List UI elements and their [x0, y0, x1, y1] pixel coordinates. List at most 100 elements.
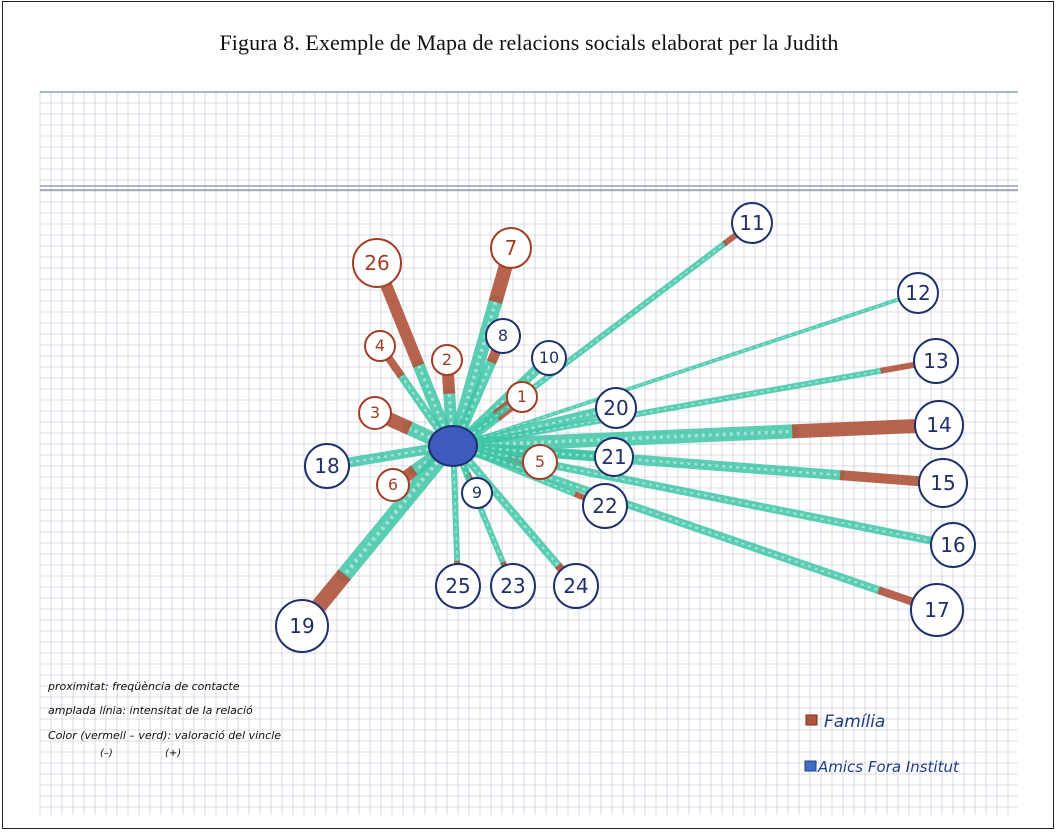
relation-lines	[311, 231, 938, 613]
node-label: 26	[364, 251, 389, 275]
node-label: 25	[445, 574, 470, 598]
relation-line-24	[460, 452, 562, 570]
node-12: 12	[897, 272, 939, 314]
node-8: 8	[485, 318, 521, 354]
note-minus: (–)	[100, 748, 113, 759]
node-20: 20	[595, 387, 637, 429]
node-label: 5	[535, 452, 545, 471]
legend-label-friends: Amics Fora Institut	[817, 758, 960, 776]
relation-line-red-7	[488, 263, 513, 305]
relation-line-26	[412, 359, 453, 440]
relation-line-red-17	[877, 586, 916, 607]
relation-line-hatch-7	[456, 301, 498, 434]
relation-line-red-26	[379, 281, 425, 368]
node-5: 5	[522, 444, 558, 480]
node-14: 14	[914, 400, 964, 450]
node-circle	[275, 599, 329, 653]
node-label: 10	[539, 348, 559, 367]
node-25: 25	[435, 563, 481, 609]
node-circle	[435, 563, 481, 609]
figure-title: Figura 8. Exemple de Mapa de relacions s…	[219, 30, 839, 55]
node-circle	[461, 477, 493, 509]
node-circle	[918, 458, 968, 508]
node-2: 2	[431, 344, 463, 376]
relation-line-red-14	[791, 418, 918, 439]
legend-label-family: Família	[824, 712, 885, 732]
note-line-3: Color (vermell – verd): valoració del vi…	[48, 729, 281, 742]
node-24: 24	[553, 563, 599, 609]
node-circle	[731, 202, 773, 244]
node-label: 12	[905, 281, 930, 305]
node-10: 10	[531, 340, 567, 376]
relation-line-13	[467, 367, 884, 447]
center-node	[428, 425, 478, 467]
relation-line-hatch-8	[459, 361, 493, 434]
node-circle	[553, 563, 599, 609]
relation-line-hatch-11	[466, 243, 725, 439]
relation-line-hatch-23	[459, 458, 504, 563]
node-label: 8	[498, 326, 508, 345]
node-label: 13	[923, 349, 948, 373]
node-circle	[352, 238, 402, 288]
node-circle	[914, 400, 964, 450]
relation-line-red-19	[311, 569, 351, 613]
relation-line-red-13	[880, 361, 917, 374]
node-label: 6	[388, 475, 398, 494]
node-22: 22	[582, 483, 628, 529]
node-circle	[490, 563, 536, 609]
node-label: 18	[314, 454, 339, 478]
node-17: 17	[910, 583, 964, 637]
relation-line-red-15	[839, 470, 922, 487]
node-circle	[304, 443, 350, 489]
node-circle	[897, 272, 939, 314]
relation-line-hatch-24	[464, 455, 559, 566]
node-15: 15	[918, 458, 968, 508]
relation-line-hatch-19	[343, 455, 443, 576]
relation-line-8	[455, 357, 497, 439]
relation-line-red-4	[384, 354, 405, 379]
relation-line-25	[450, 456, 461, 564]
node-4: 4	[364, 330, 396, 362]
relation-line-19	[336, 448, 450, 583]
node-circle	[522, 444, 558, 480]
node-circle	[364, 330, 396, 362]
relation-line-hatch-4	[400, 375, 444, 436]
relation-line-hatch-14	[470, 429, 793, 448]
node-3: 3	[358, 396, 392, 430]
node-circle	[376, 468, 410, 502]
note-line-2: amplada línia: intensitat de la relació	[48, 704, 253, 717]
node-circle	[490, 227, 532, 269]
node-label: 22	[592, 494, 617, 518]
node-11: 11	[731, 202, 773, 244]
node-label: 4	[375, 336, 385, 355]
relation-line-hatch-3	[409, 426, 438, 443]
legend: Família Amics Fora Institut	[804, 712, 960, 776]
node-circle	[485, 318, 521, 354]
node-label: 1	[517, 387, 527, 406]
node-6: 6	[376, 468, 410, 502]
node-13: 13	[913, 338, 959, 384]
node-label: 9	[472, 483, 482, 502]
node-circle	[531, 340, 567, 376]
node-circle	[358, 396, 392, 430]
node-circle	[595, 387, 637, 429]
relation-line-hatch-6	[413, 452, 439, 472]
node-label: 21	[601, 445, 626, 469]
node-label: 16	[940, 533, 965, 557]
relation-line-18	[341, 443, 441, 468]
relation-line-4	[397, 372, 447, 439]
relation-line-14	[463, 424, 800, 453]
node-21: 21	[594, 437, 634, 477]
relation-line-hatch-18	[346, 446, 436, 465]
node-label: 17	[924, 598, 949, 622]
relation-line-hatch-26	[417, 365, 448, 434]
node-26: 26	[352, 238, 402, 288]
note-line-1: proximitat: freqüència de contacte	[47, 680, 240, 693]
relation-line-7	[451, 295, 503, 440]
relation-line-hatch-15	[470, 445, 841, 477]
node-label: 15	[930, 471, 955, 495]
relation-line-12	[468, 296, 903, 444]
node-label: 20	[603, 396, 628, 420]
